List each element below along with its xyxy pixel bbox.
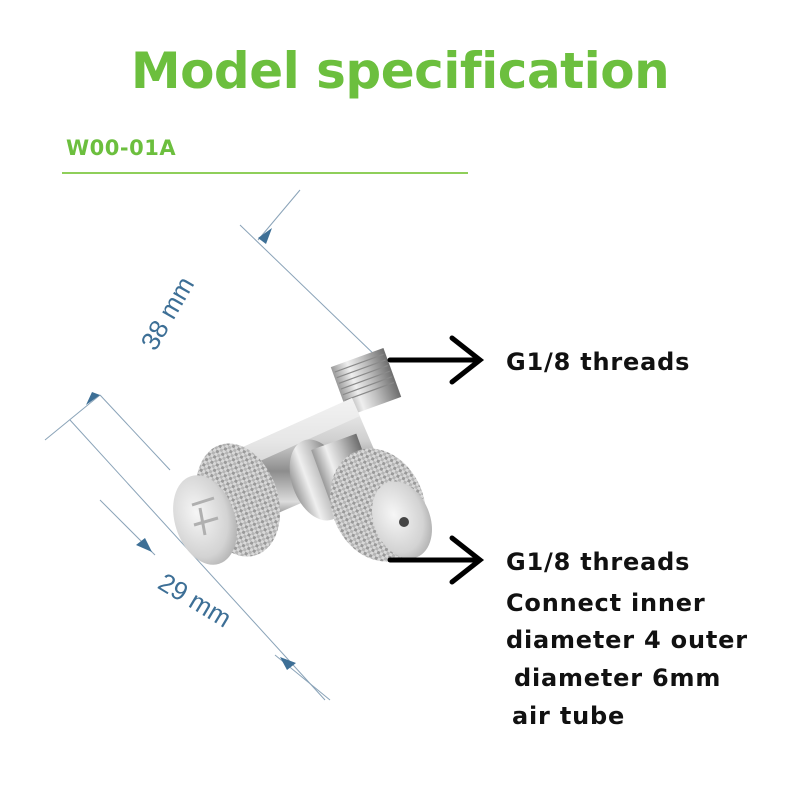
dimension-arrows <box>86 228 296 670</box>
top-callout-text: G1/8 threads <box>506 348 691 376</box>
bottom-callout-line: G1/8 threads <box>506 548 691 576</box>
bottom-callout-line: air tube <box>512 702 626 730</box>
title-underline <box>62 172 468 174</box>
bottom-callout-line: diameter 4 outer <box>506 626 748 654</box>
arrow-right-icon <box>387 335 485 385</box>
bottom-callout-line: Connect inner <box>506 589 706 617</box>
valve-fitting <box>173 347 432 565</box>
arrow-right-icon <box>387 535 485 585</box>
knurled-knob-icon <box>330 448 432 562</box>
model-code: W00-01A <box>66 136 177 160</box>
bottom-callout-line: diameter 6mm <box>514 664 722 692</box>
knurled-knob-icon <box>173 443 281 565</box>
page-title: Model specification <box>130 42 670 100</box>
